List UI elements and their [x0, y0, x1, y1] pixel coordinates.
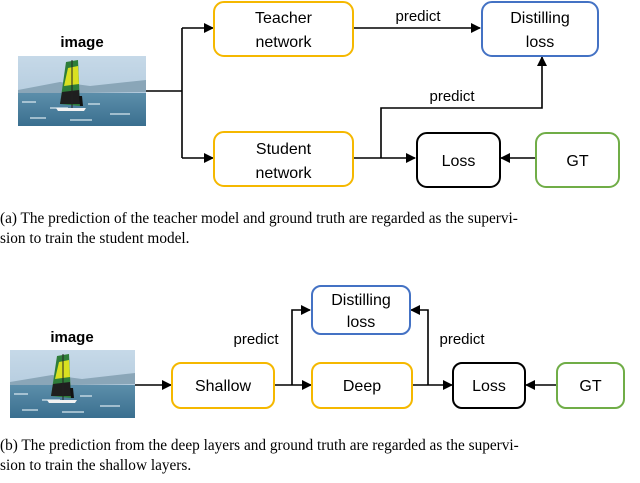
student-network-label-line1: Student	[256, 141, 312, 158]
panel-b-svg: image Distilling loss Shallow	[10, 285, 625, 418]
shallow-box	[171, 362, 275, 409]
gt-box	[535, 132, 620, 188]
panel-a-connectors	[146, 23, 547, 163]
distilling-loss-label-line1: Distilling	[331, 292, 391, 309]
teacher-network-box	[213, 1, 354, 57]
deep-box	[311, 362, 413, 409]
distilling-loss-box	[481, 1, 599, 57]
gt-label: GT	[579, 378, 601, 395]
panel-a-svg: image Teacher network	[18, 1, 620, 188]
loss-label: Loss	[442, 153, 476, 170]
caption-b-line1: (b) The prediction from the deep layers …	[0, 437, 519, 454]
distilling-loss-label-line2: loss	[347, 314, 375, 331]
distilling-loss-label-line1: Distilling	[510, 10, 570, 27]
shallow-label: Shallow	[195, 378, 251, 395]
loss-box	[416, 132, 501, 188]
diagram-panel-b: image Distilling loss Shallow	[0, 280, 640, 483]
panel-b-connectors	[135, 305, 556, 390]
loss-label: Loss	[472, 378, 506, 395]
teacher-network-label-line2: network	[255, 34, 312, 51]
windsurfer-image	[10, 350, 135, 418]
deep-label: Deep	[343, 378, 381, 395]
predict-label-right: predict	[439, 331, 485, 348]
distilling-loss-box	[311, 285, 411, 335]
gt-label: GT	[566, 153, 588, 170]
predict-label-left: predict	[233, 331, 279, 348]
windsurfer-image	[18, 56, 146, 126]
teacher-network-label-line1: Teacher	[255, 10, 313, 27]
caption-b: (b) The prediction from the deep layers …	[0, 436, 636, 476]
gt-box	[556, 362, 625, 409]
student-network-label-line2: network	[255, 165, 312, 182]
caption-a-line2: sion to train the student model.	[0, 230, 190, 247]
distilling-loss-label-line2: loss	[526, 34, 554, 51]
predict-label-teacher: predict	[395, 8, 441, 25]
image-label: image	[50, 329, 93, 346]
diagram-panel-a: image Teacher network	[0, 1, 636, 249]
caption-a: (a) The prediction of the teacher model …	[0, 209, 636, 249]
predict-label-student: predict	[429, 88, 475, 105]
image-label: image	[60, 34, 103, 51]
caption-b-line2: sion to train the shallow layers.	[0, 457, 192, 474]
student-network-box	[213, 131, 354, 187]
loss-box	[452, 362, 526, 409]
caption-a-line1: (a) The prediction of the teacher model …	[0, 210, 518, 227]
